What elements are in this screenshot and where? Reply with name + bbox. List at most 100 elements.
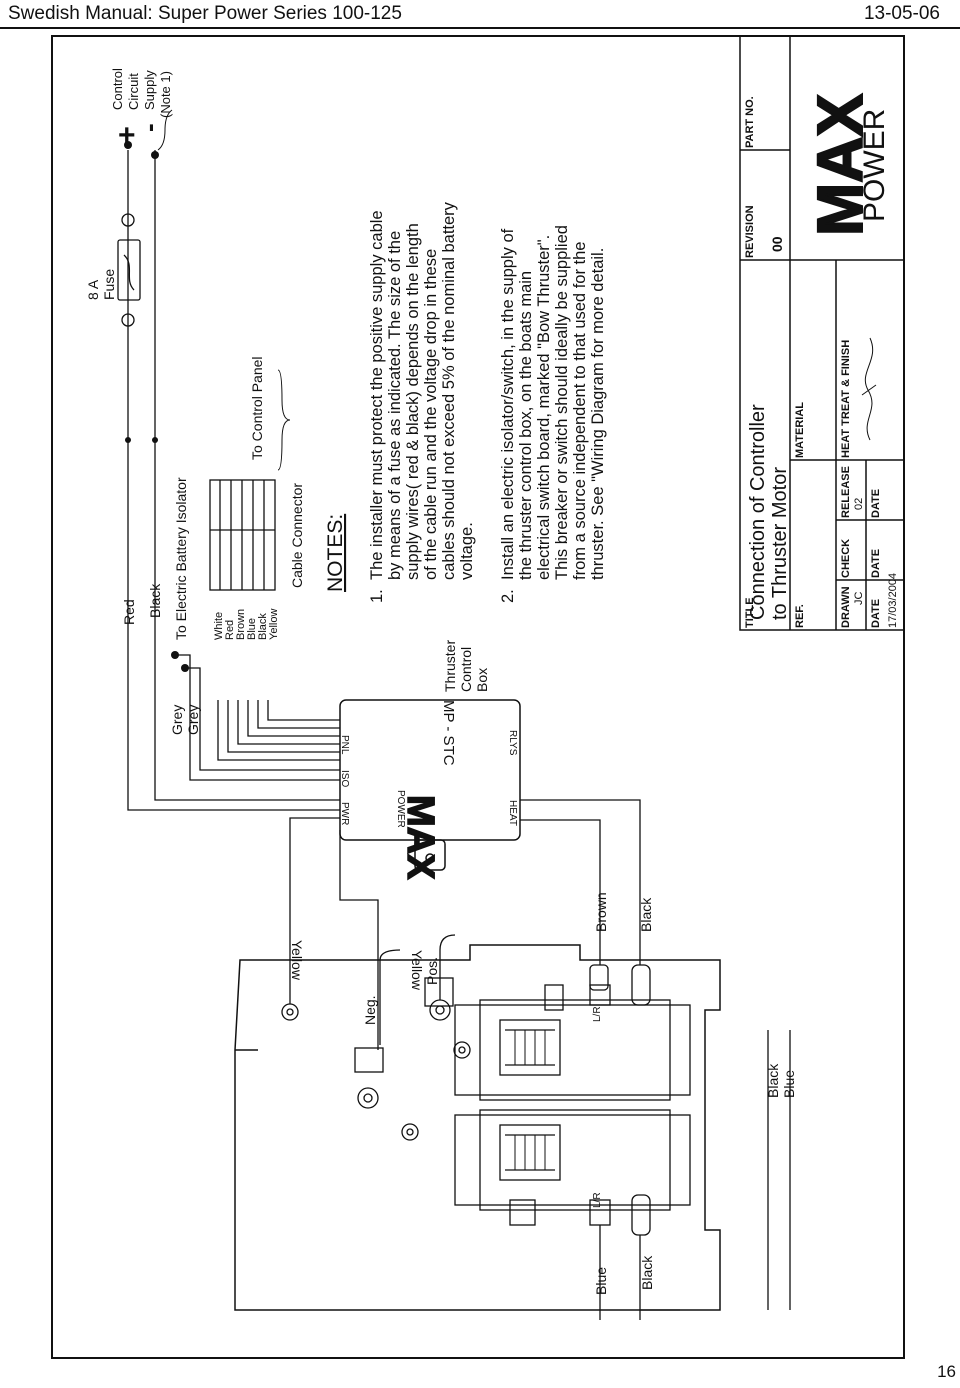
heat-treat-label: HEAT TREAT & FINISH [840,340,852,458]
motor-wires [289,799,791,1320]
part-no-label: PART NO. [744,96,756,148]
svg-text:Supply: Supply [142,70,157,110]
supply-brace [157,109,173,151]
date-label-1: DATE [870,599,882,628]
terminal-dots [124,141,159,443]
control-box [339,699,521,871]
svg-text:ISO: ISO [339,770,350,787]
grey-wire-1-label: Grey [169,705,185,735]
signature-mark [864,337,874,441]
document-title: Swedish Manual: Super Power Series 100-1… [8,3,402,24]
svg-text:POWER: POWER [395,790,406,828]
svg-text:PNL: PNL [339,735,350,755]
svg-text:electrical switch board, marke: electrical switch board, marked "Bow Thr… [535,235,553,580]
svg-text:(Note 1): (Note 1) [158,71,173,118]
material-label: MATERIAL [794,402,806,458]
svg-text:HEAT: HEAT [507,800,518,826]
svg-text:Black: Black [257,613,269,640]
black-wire-label: Black [147,583,163,618]
svg-text:Install an electric isolator/s: Install an electric isolator/switch, in … [499,228,517,580]
svg-text:thruster. See "Wiring Diagram: thruster. See "Wiring Diagram for more d… [589,248,607,580]
control-box-model: MP - STC [440,700,457,766]
solenoid-teeth [514,1030,546,1170]
drawing-title-line2: to Thruster Motor [769,467,791,620]
svg-text:2.: 2. [499,589,517,603]
black-wire-right-label: Black [638,897,654,932]
revision-label: REVISION [744,205,756,258]
svg-text:This breaker or switch should: This breaker or switch should ideally be… [553,225,571,580]
control-box-terminals: PNL ISO PWR HEAT RLYS [339,730,518,826]
release-value: 02 [853,498,865,510]
signature-tick [861,384,877,396]
svg-text:Thruster: Thruster [442,640,458,692]
plus-sign: + [118,119,136,152]
minus-sign: - [134,123,164,132]
svg-text:RLYS: RLYS [507,730,518,756]
max-power-logo: MAX POWER [803,92,891,237]
ref-label: REF. [794,604,806,628]
yellow-wire-2-label: Yellow [409,950,425,991]
cable-connector-label: Cable Connector [289,483,305,588]
svg-text:of the cable run and the volta: of the cable run and the voltage drop in… [422,249,440,580]
svg-text:White: White [213,612,225,640]
control-supply-label: Control Circuit Supply (Note 1) [110,68,173,118]
motor-housing [234,944,721,1311]
svg-text:from a source independent to t: from a source independent to that used f… [571,242,589,580]
title-label: TITLE [744,597,756,628]
svg-text:Brown: Brown [235,609,247,640]
drawn-label: DRAWN [840,586,852,628]
svg-text:by means of a fuse as indicate: by means of a fuse as indicated. The siz… [386,231,404,580]
lr-label-upper: L/R [592,1006,603,1022]
isolator-contacts [171,651,189,672]
check-label: CHECK [840,539,852,578]
title-block-text: TITLE Connection of Controller to Thrust… [744,96,899,628]
svg-text:Yellow: Yellow [268,609,280,640]
black-wire-bottom-label: Black [765,1063,781,1098]
motor-terminals [281,977,471,1141]
control-box-label: Thruster Control Box [442,640,490,692]
svg-text:The installer must protect the: The installer must protect the positive … [368,210,386,580]
fuse-label: Fuse [101,269,117,300]
black-wire-left-label: Black [639,1255,655,1290]
lr-label-lower: L/R [592,1192,603,1208]
blue-wire-left-label: Blue [593,1267,609,1295]
svg-text:PWR: PWR [339,802,350,825]
page-number: 16 [937,1362,956,1381]
svg-text:Red: Red [224,620,236,640]
svg-text:Blue: Blue [246,618,258,640]
fuse-rating-label: 8 A [85,279,101,300]
logo-power-text: POWER [858,109,891,222]
logo-max-text: MAX [804,93,876,236]
notes-list: 1. The installer must protect the positi… [368,201,607,603]
drawing-title-line1: Connection of Controller [747,404,769,620]
svg-text:cables should not exceed 5% of: cables should not exceed 5% of the nomin… [440,201,458,580]
svg-text:MAX: MAX [399,795,441,880]
drawing-frame [51,35,905,1359]
svg-text:Circuit: Circuit [126,73,141,110]
notes-heading: NOTES: [324,514,347,592]
yellow-wire-1-label: Yellow [289,940,305,981]
svg-text:supply wires( red & black) dep: supply wires( red & black) depends on th… [404,223,422,580]
date-label-2: DATE [870,549,882,578]
brown-wire-label: Brown [593,892,609,932]
date-label-3: DATE [870,489,882,518]
neg-terminal-label: Neg. [362,995,378,1025]
svg-text:Control: Control [110,68,125,110]
title-block [739,35,905,631]
pos-terminal-label: Pos. [424,957,440,985]
header-divider [0,27,960,29]
svg-text:voltage.: voltage. [458,522,476,580]
drawn-value: JC [853,592,865,606]
isolator-label: To Electric Battery Isolator [173,477,189,640]
svg-text:the thruster control box, on t: the thruster control box, on the boats m… [517,271,535,580]
panel-wire-labels: White Red Brown Blue Black Yellow [213,609,280,640]
solenoid-upper [454,984,691,1101]
red-wire-label: Red [121,599,137,625]
blue-wire-bottom-label: Blue [781,1070,797,1098]
control-panel-brace [277,369,291,471]
fuse-circuit [127,150,156,440]
to-control-panel-label: To Control Panel [249,356,265,460]
svg-text:Control: Control [458,647,474,692]
svg-text:Box: Box [474,668,490,692]
